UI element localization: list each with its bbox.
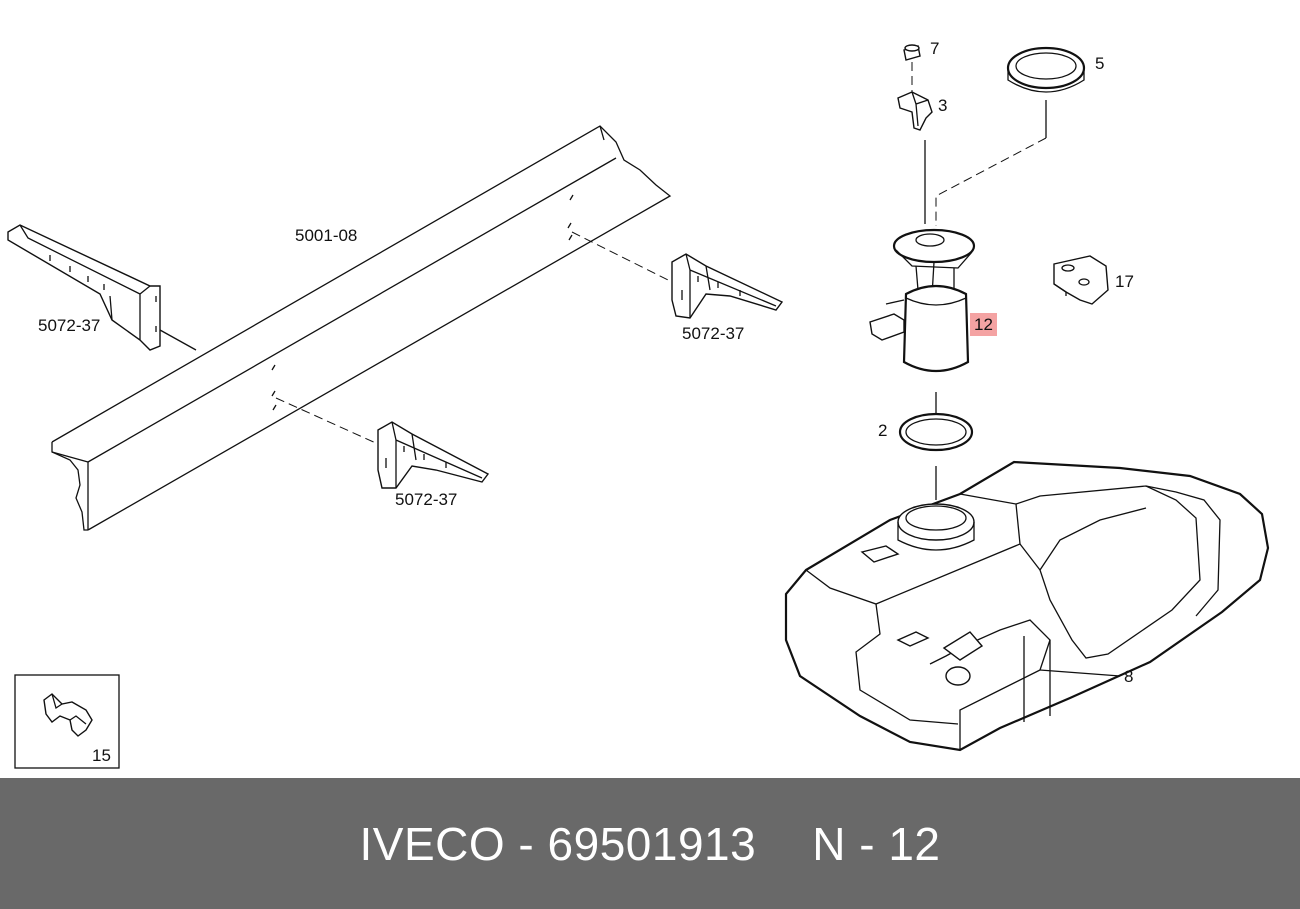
- part-number: 69501913: [547, 817, 757, 870]
- callout-bracket-left: 5072-37: [38, 316, 101, 335]
- ref-letter: N: [812, 817, 846, 870]
- bracket-right: [671, 253, 784, 319]
- bracket-bottom: [377, 421, 490, 489]
- parts-diagram: [7, 44, 1270, 769]
- callout-15: 15: [92, 746, 111, 765]
- callout-8: 8: [1124, 667, 1134, 686]
- brand-name: IVECO: [359, 817, 506, 870]
- callout-2: 2: [878, 421, 888, 440]
- part-7-cap: [903, 44, 921, 92]
- callout-7: 7: [930, 39, 940, 58]
- footer-banner: IVECO - 69501913 N - 12: [0, 778, 1300, 909]
- part-5-locking-ring: [935, 46, 1086, 226]
- part-12-fuel-pump-module: [869, 228, 976, 372]
- part-3-connector: [897, 91, 933, 224]
- callout-bracket-right: 5072-37: [682, 324, 745, 343]
- dash-separator-2: -: [859, 817, 876, 870]
- dash-separator: -: [518, 817, 535, 870]
- callout-bracket-bottom: 5072-37: [395, 490, 458, 509]
- footer-caption: IVECO - 69501913 N - 12: [0, 778, 1300, 909]
- part-2-seal-ring: [898, 392, 974, 500]
- part-15-inset: [14, 674, 120, 769]
- bracket-left: [7, 224, 197, 351]
- part-8-fuel-tank: [784, 460, 1270, 752]
- part-17-clip: [1053, 255, 1109, 305]
- callout-3: 3: [938, 96, 948, 115]
- callout-12: 12: [970, 313, 997, 336]
- callout-5: 5: [1095, 54, 1105, 73]
- callout-17: 17: [1115, 272, 1134, 291]
- ref-number: 12: [888, 817, 941, 870]
- chassis-frame-rail: [51, 125, 672, 531]
- callout-frame-5001-08: 5001-08: [295, 226, 358, 245]
